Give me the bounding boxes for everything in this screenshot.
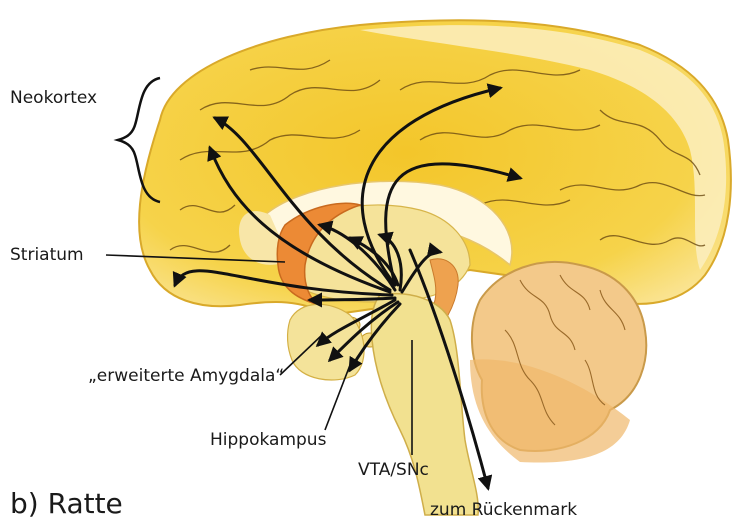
brainstem — [371, 294, 478, 515]
temporal-lobe — [288, 304, 365, 380]
label-hippokampus: Hippokampus — [210, 430, 326, 450]
label-striatum: Striatum — [10, 245, 84, 265]
panel-label: b) Ratte — [10, 487, 123, 520]
label-amygdala: „erweiterte Amygdala“ — [88, 366, 284, 386]
label-vta-snc: VTA/SNc — [358, 460, 429, 480]
label-rueckenmark: zum Rückenmark — [430, 500, 577, 520]
label-neokortex: Neokortex — [10, 88, 97, 108]
